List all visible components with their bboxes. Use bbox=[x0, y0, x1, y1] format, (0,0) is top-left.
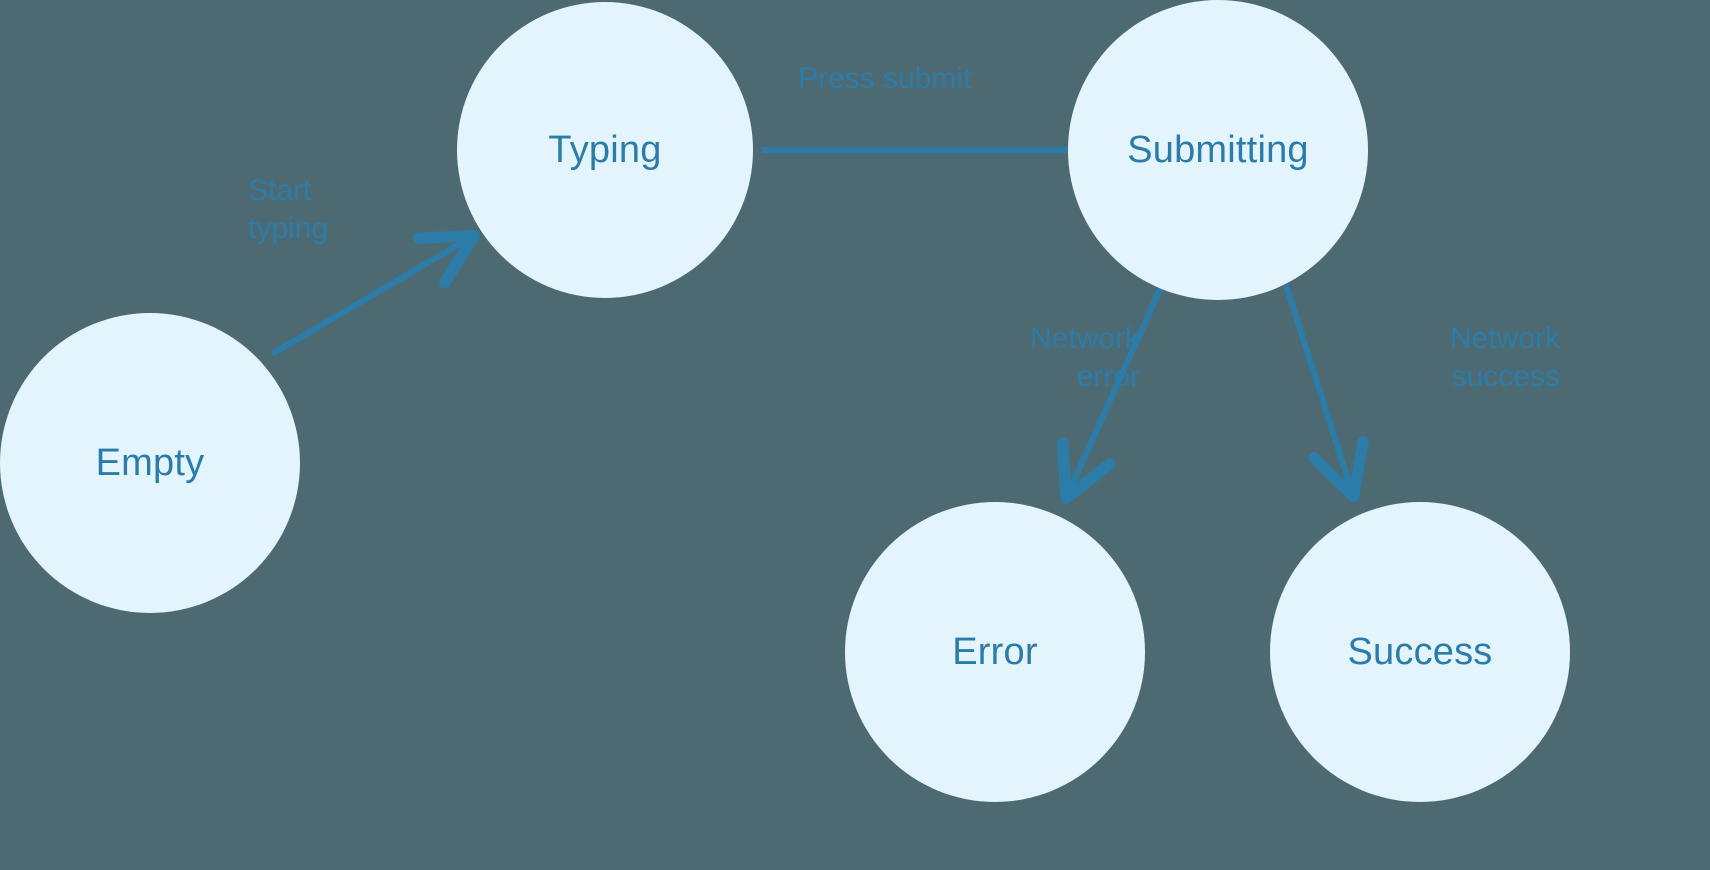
edge-label-network-error: Network error bbox=[1029, 322, 1140, 394]
edge-submitting-to-error bbox=[1056, 283, 1165, 505]
edge-label-start-typing: Start typing bbox=[248, 174, 329, 246]
edge-label-press-submit: Press submit bbox=[798, 62, 972, 95]
state-node-label: Success bbox=[1347, 631, 1493, 673]
state-node-label: Submitting bbox=[1127, 129, 1309, 171]
edge-label-network-success: Network success bbox=[1449, 322, 1560, 394]
edge-empty-to-typing bbox=[270, 229, 480, 357]
edge-submitting-to-success bbox=[1283, 284, 1369, 503]
state-node-error[interactable]: Error bbox=[845, 502, 1145, 802]
state-node-label: Error bbox=[952, 631, 1038, 673]
state-node-empty[interactable]: Empty bbox=[0, 313, 300, 613]
state-node-success[interactable]: Success bbox=[1270, 502, 1570, 802]
state-node-typing[interactable]: Typing bbox=[457, 2, 753, 298]
state-node-label: Empty bbox=[95, 442, 205, 484]
state-node-label: Typing bbox=[548, 129, 662, 171]
state-node-submitting[interactable]: Submitting bbox=[1068, 0, 1368, 300]
